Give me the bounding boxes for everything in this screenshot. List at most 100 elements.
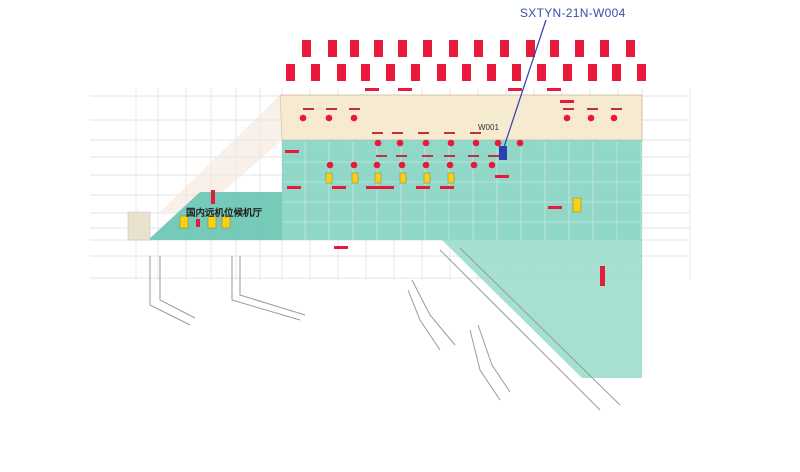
gate-dot (494, 139, 502, 147)
lounge-label: W001 (478, 123, 499, 132)
gate-markers (299, 114, 618, 169)
callout-leader-line (502, 19, 547, 151)
billboard-top (302, 40, 311, 57)
line-ad (380, 186, 394, 189)
light-box (351, 172, 359, 184)
gate-dot (398, 161, 406, 169)
jet-bridges (149, 247, 621, 411)
billboard-top (286, 64, 295, 81)
gate-dot (472, 139, 480, 147)
callout-label: SXTYN-21N-W004 (520, 6, 626, 20)
gate-dot (447, 139, 455, 147)
hall-title: 国内远机位候机厅 (186, 207, 263, 219)
light-box (423, 172, 431, 184)
billboard-top (311, 64, 320, 81)
billboard-top (563, 64, 572, 81)
gate-dot (325, 114, 333, 122)
target-marker (499, 146, 507, 160)
tag-mark (563, 108, 574, 110)
billboard-top (386, 64, 395, 81)
line-ad (332, 186, 346, 189)
billboard-top (350, 40, 359, 57)
light-box (221, 215, 231, 229)
teal-diagonal-pier (442, 240, 642, 378)
vertical-sign (211, 190, 215, 204)
tag-mark (303, 108, 314, 110)
line-ad (416, 186, 430, 189)
billboard-top (500, 40, 509, 57)
tag-mark (392, 132, 403, 134)
gate-dot (446, 161, 454, 169)
billboard-top (612, 64, 621, 81)
light-box (207, 215, 217, 229)
gate-dot (470, 161, 478, 169)
top-billboard-rows (286, 40, 646, 81)
tag-mark (587, 108, 598, 110)
billboard-top (526, 40, 535, 57)
gate-dot (488, 161, 496, 169)
billboard-top (411, 64, 420, 81)
light-box (374, 172, 382, 184)
gate-dot (563, 114, 571, 122)
gate-dot (299, 114, 307, 122)
light-box (179, 215, 189, 229)
side-billboard (600, 266, 605, 286)
billboard-top (626, 40, 635, 57)
tag-mark (422, 155, 433, 157)
gate-dot (587, 114, 595, 122)
hall-sign (196, 219, 200, 227)
left-stub (127, 211, 151, 241)
line-ad (560, 100, 574, 103)
roof-wedge (160, 95, 282, 212)
red-line-ads (285, 88, 622, 249)
gate-dot (350, 114, 358, 122)
beige-concourse-zone (279, 94, 643, 141)
line-ad (398, 88, 412, 91)
billboard-top (337, 64, 346, 81)
tag-mark (611, 108, 622, 110)
billboard-top (550, 40, 559, 57)
billboard-top (374, 40, 383, 57)
billboard-top (328, 40, 337, 57)
tag-mark (418, 132, 429, 134)
billboard-top (512, 64, 521, 81)
line-ad (495, 175, 509, 178)
tag-mark (396, 155, 407, 157)
tag-mark (488, 155, 499, 157)
tag-mark (468, 155, 479, 157)
billboard-top (537, 64, 546, 81)
line-ad (440, 186, 454, 189)
tag-mark (376, 155, 387, 157)
gate-dot (350, 161, 358, 169)
billboard-top (361, 64, 370, 81)
billboard-top (398, 40, 407, 57)
line-ad (365, 88, 379, 91)
billboard-top (487, 64, 496, 81)
line-ad (366, 186, 380, 189)
line-ad (334, 246, 348, 249)
gate-dot (422, 139, 430, 147)
line-ad (547, 88, 561, 91)
tag-mark (470, 132, 481, 134)
tag-mark (444, 155, 455, 157)
gate-dot (374, 139, 382, 147)
billboard-top (449, 40, 458, 57)
billboard-top (600, 40, 609, 57)
teal-departure-zone (282, 140, 642, 240)
tag-mark (349, 108, 360, 110)
light-box (325, 172, 333, 184)
billboard-top (474, 40, 483, 57)
billboard-top (423, 40, 432, 57)
billboard-top (437, 64, 446, 81)
light-box (447, 172, 455, 184)
gate-dot (516, 139, 524, 147)
tag-mark (372, 132, 383, 134)
billboard-top (637, 64, 646, 81)
tag-mark (444, 132, 455, 134)
line-ad (287, 186, 301, 189)
yellow-light-boxes (179, 172, 582, 229)
line-ad (285, 150, 299, 153)
tag-mark (326, 108, 337, 110)
gate-dot (396, 139, 404, 147)
